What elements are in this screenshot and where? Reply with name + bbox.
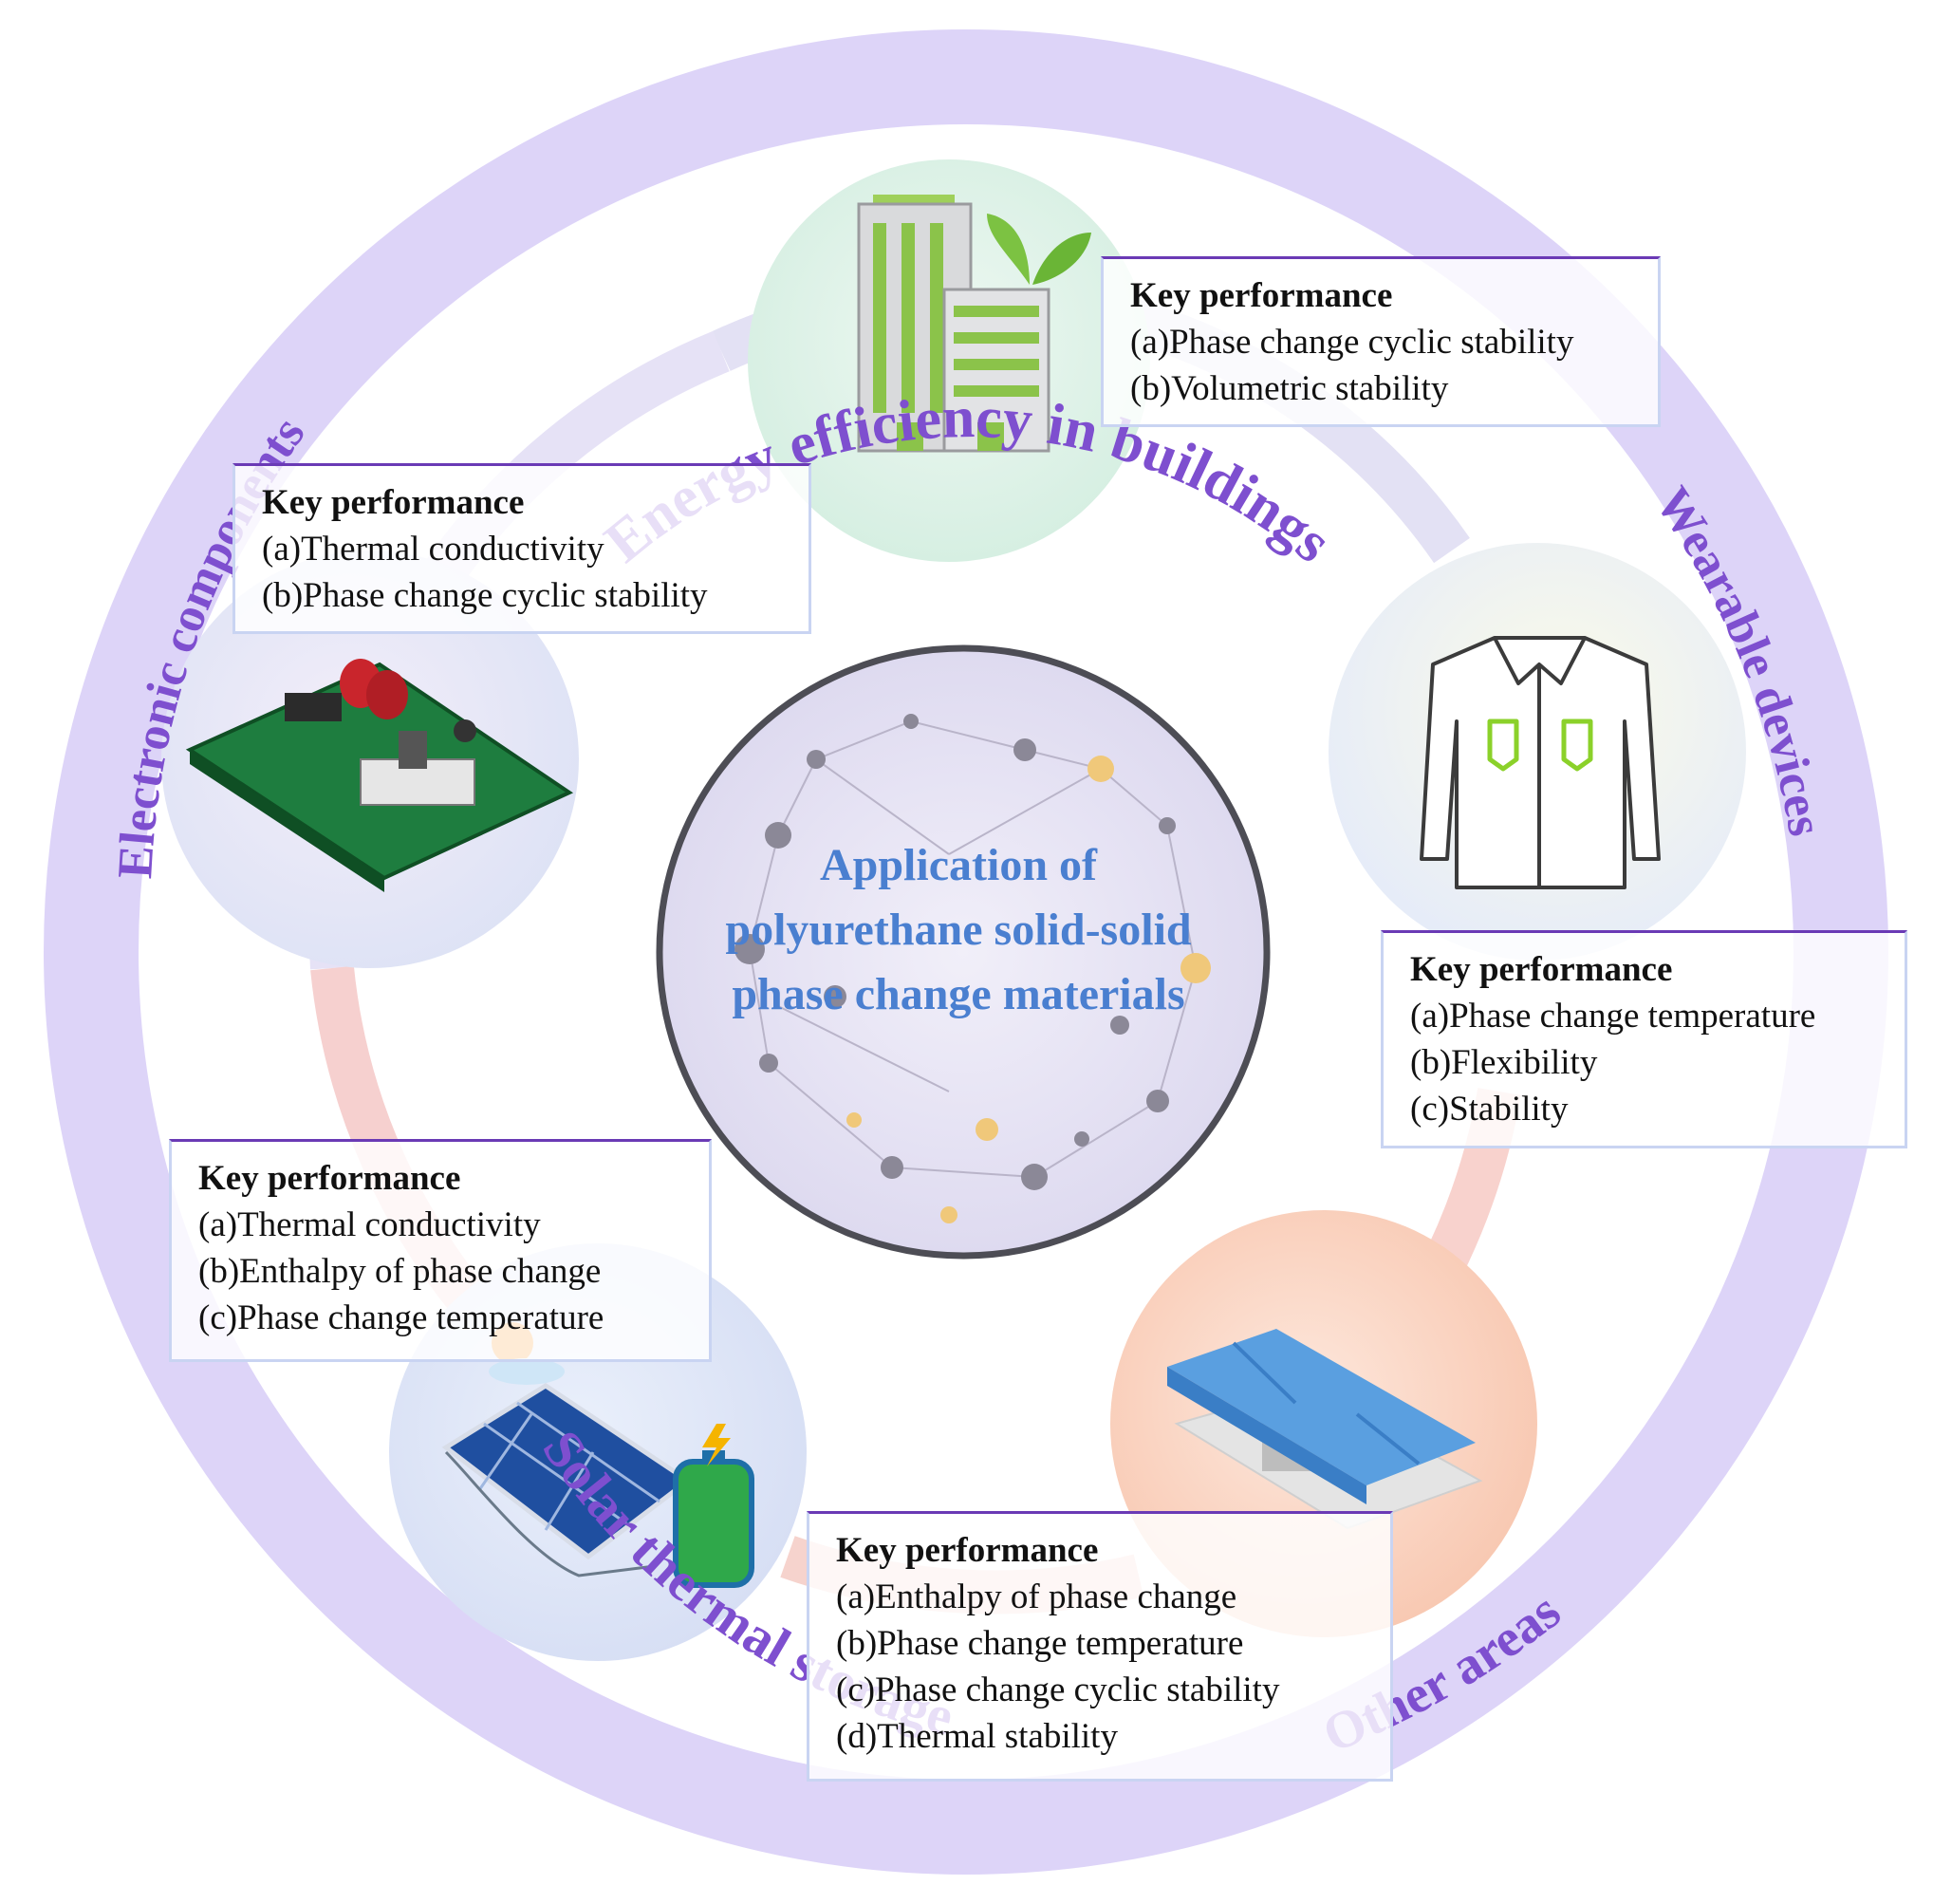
panel-item: (c)Stability: [1410, 1090, 1569, 1129]
panel-item: (a)Phase change cyclic stability: [1130, 323, 1574, 362]
panel-heading: Key performance: [836, 1531, 1099, 1570]
panel-buildings: Key performance (a)Phase change cyclic s…: [1101, 256, 1661, 427]
center-circle: [656, 644, 1271, 1260]
panel-solar: Key performance (a)Thermal conductivity …: [169, 1139, 712, 1362]
panel-heading: Key performance: [262, 483, 525, 522]
panel-item: (a)Phase change temperature: [1410, 997, 1816, 1036]
panel-electronic: Key performance (a)Thermal conductivity …: [232, 463, 811, 634]
panel-wearable: Key performance (a)Phase change temperat…: [1381, 930, 1907, 1148]
panel-item: (b)Enthalpy of phase change: [198, 1252, 602, 1291]
panel-item: (c)Phase change cyclic stability: [836, 1671, 1280, 1709]
operating-table-icon: [1167, 1329, 1483, 1530]
panel-item: (a)Thermal conductivity: [262, 530, 604, 569]
battery-icon: [673, 1424, 754, 1588]
panel-heading: Key performance: [1410, 950, 1673, 989]
network-pattern: [749, 720, 1197, 1178]
panel-item: (d)Thermal stability: [836, 1717, 1118, 1756]
panel-item: (b)Phase change temperature: [836, 1624, 1244, 1663]
panel-item: (b)Volumetric stability: [1130, 369, 1449, 408]
panel-item: (a)Thermal conductivity: [198, 1205, 541, 1244]
building-icon: [857, 195, 1091, 453]
network-nodes: [734, 714, 1211, 1223]
panel-item: (b)Phase change cyclic stability: [262, 576, 708, 615]
panel-heading: Key performance: [198, 1159, 461, 1198]
panel-item: (b)Flexibility: [1410, 1043, 1598, 1082]
center-title: Application of polyurethane solid-solid …: [725, 840, 1192, 1019]
panel-other: Key performance (a)Enthalpy of phase cha…: [807, 1511, 1393, 1782]
shirt-icon: [1420, 636, 1661, 889]
panel-heading: Key performance: [1130, 276, 1393, 315]
panel-item: (c)Phase change temperature: [198, 1298, 604, 1337]
panel-item: (a)Enthalpy of phase change: [836, 1577, 1237, 1616]
circuit-board-icon: [185, 659, 574, 892]
